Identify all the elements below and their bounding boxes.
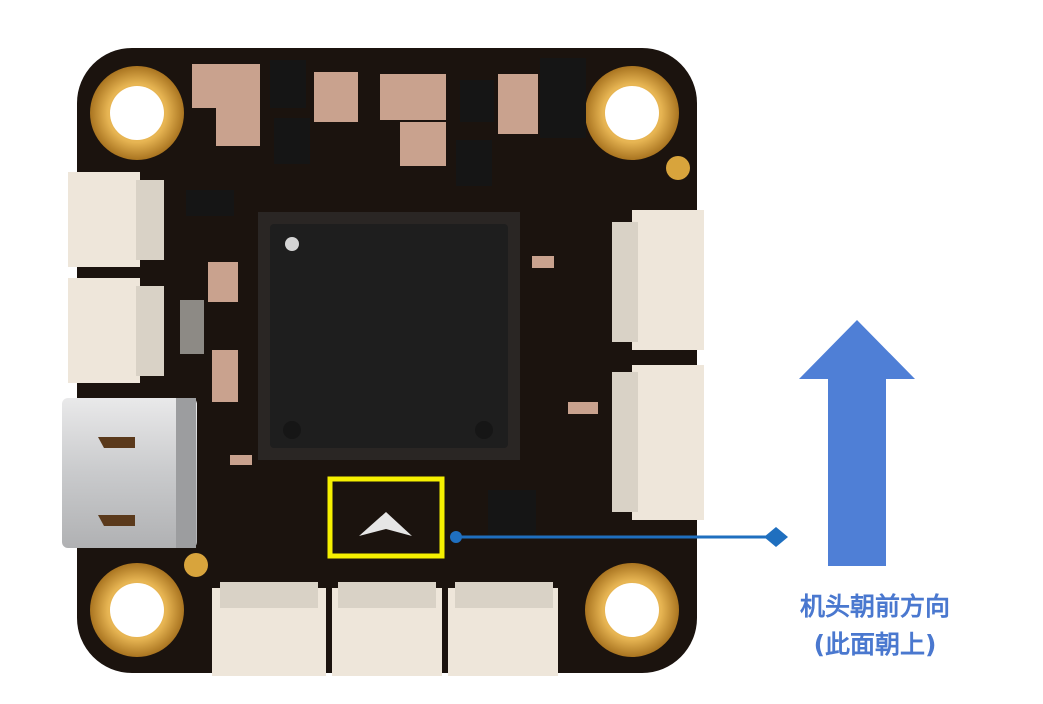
small-components (180, 58, 598, 538)
left-connectors (68, 172, 164, 383)
bottom-connectors (212, 582, 558, 676)
direction-caption-line1: 机头朝前方向 (799, 592, 950, 621)
mcu-chip (258, 212, 520, 460)
direction-caption-line2: (此面朝上) (813, 630, 937, 659)
orientation-highlight-box (327, 476, 445, 559)
usb-c-port (62, 398, 197, 548)
right-connectors (612, 210, 704, 520)
forward-direction-arrow-icon (799, 320, 915, 566)
pointer-line (450, 527, 788, 547)
board-arrow-icon (359, 512, 412, 536)
mounting-holes (90, 66, 690, 657)
